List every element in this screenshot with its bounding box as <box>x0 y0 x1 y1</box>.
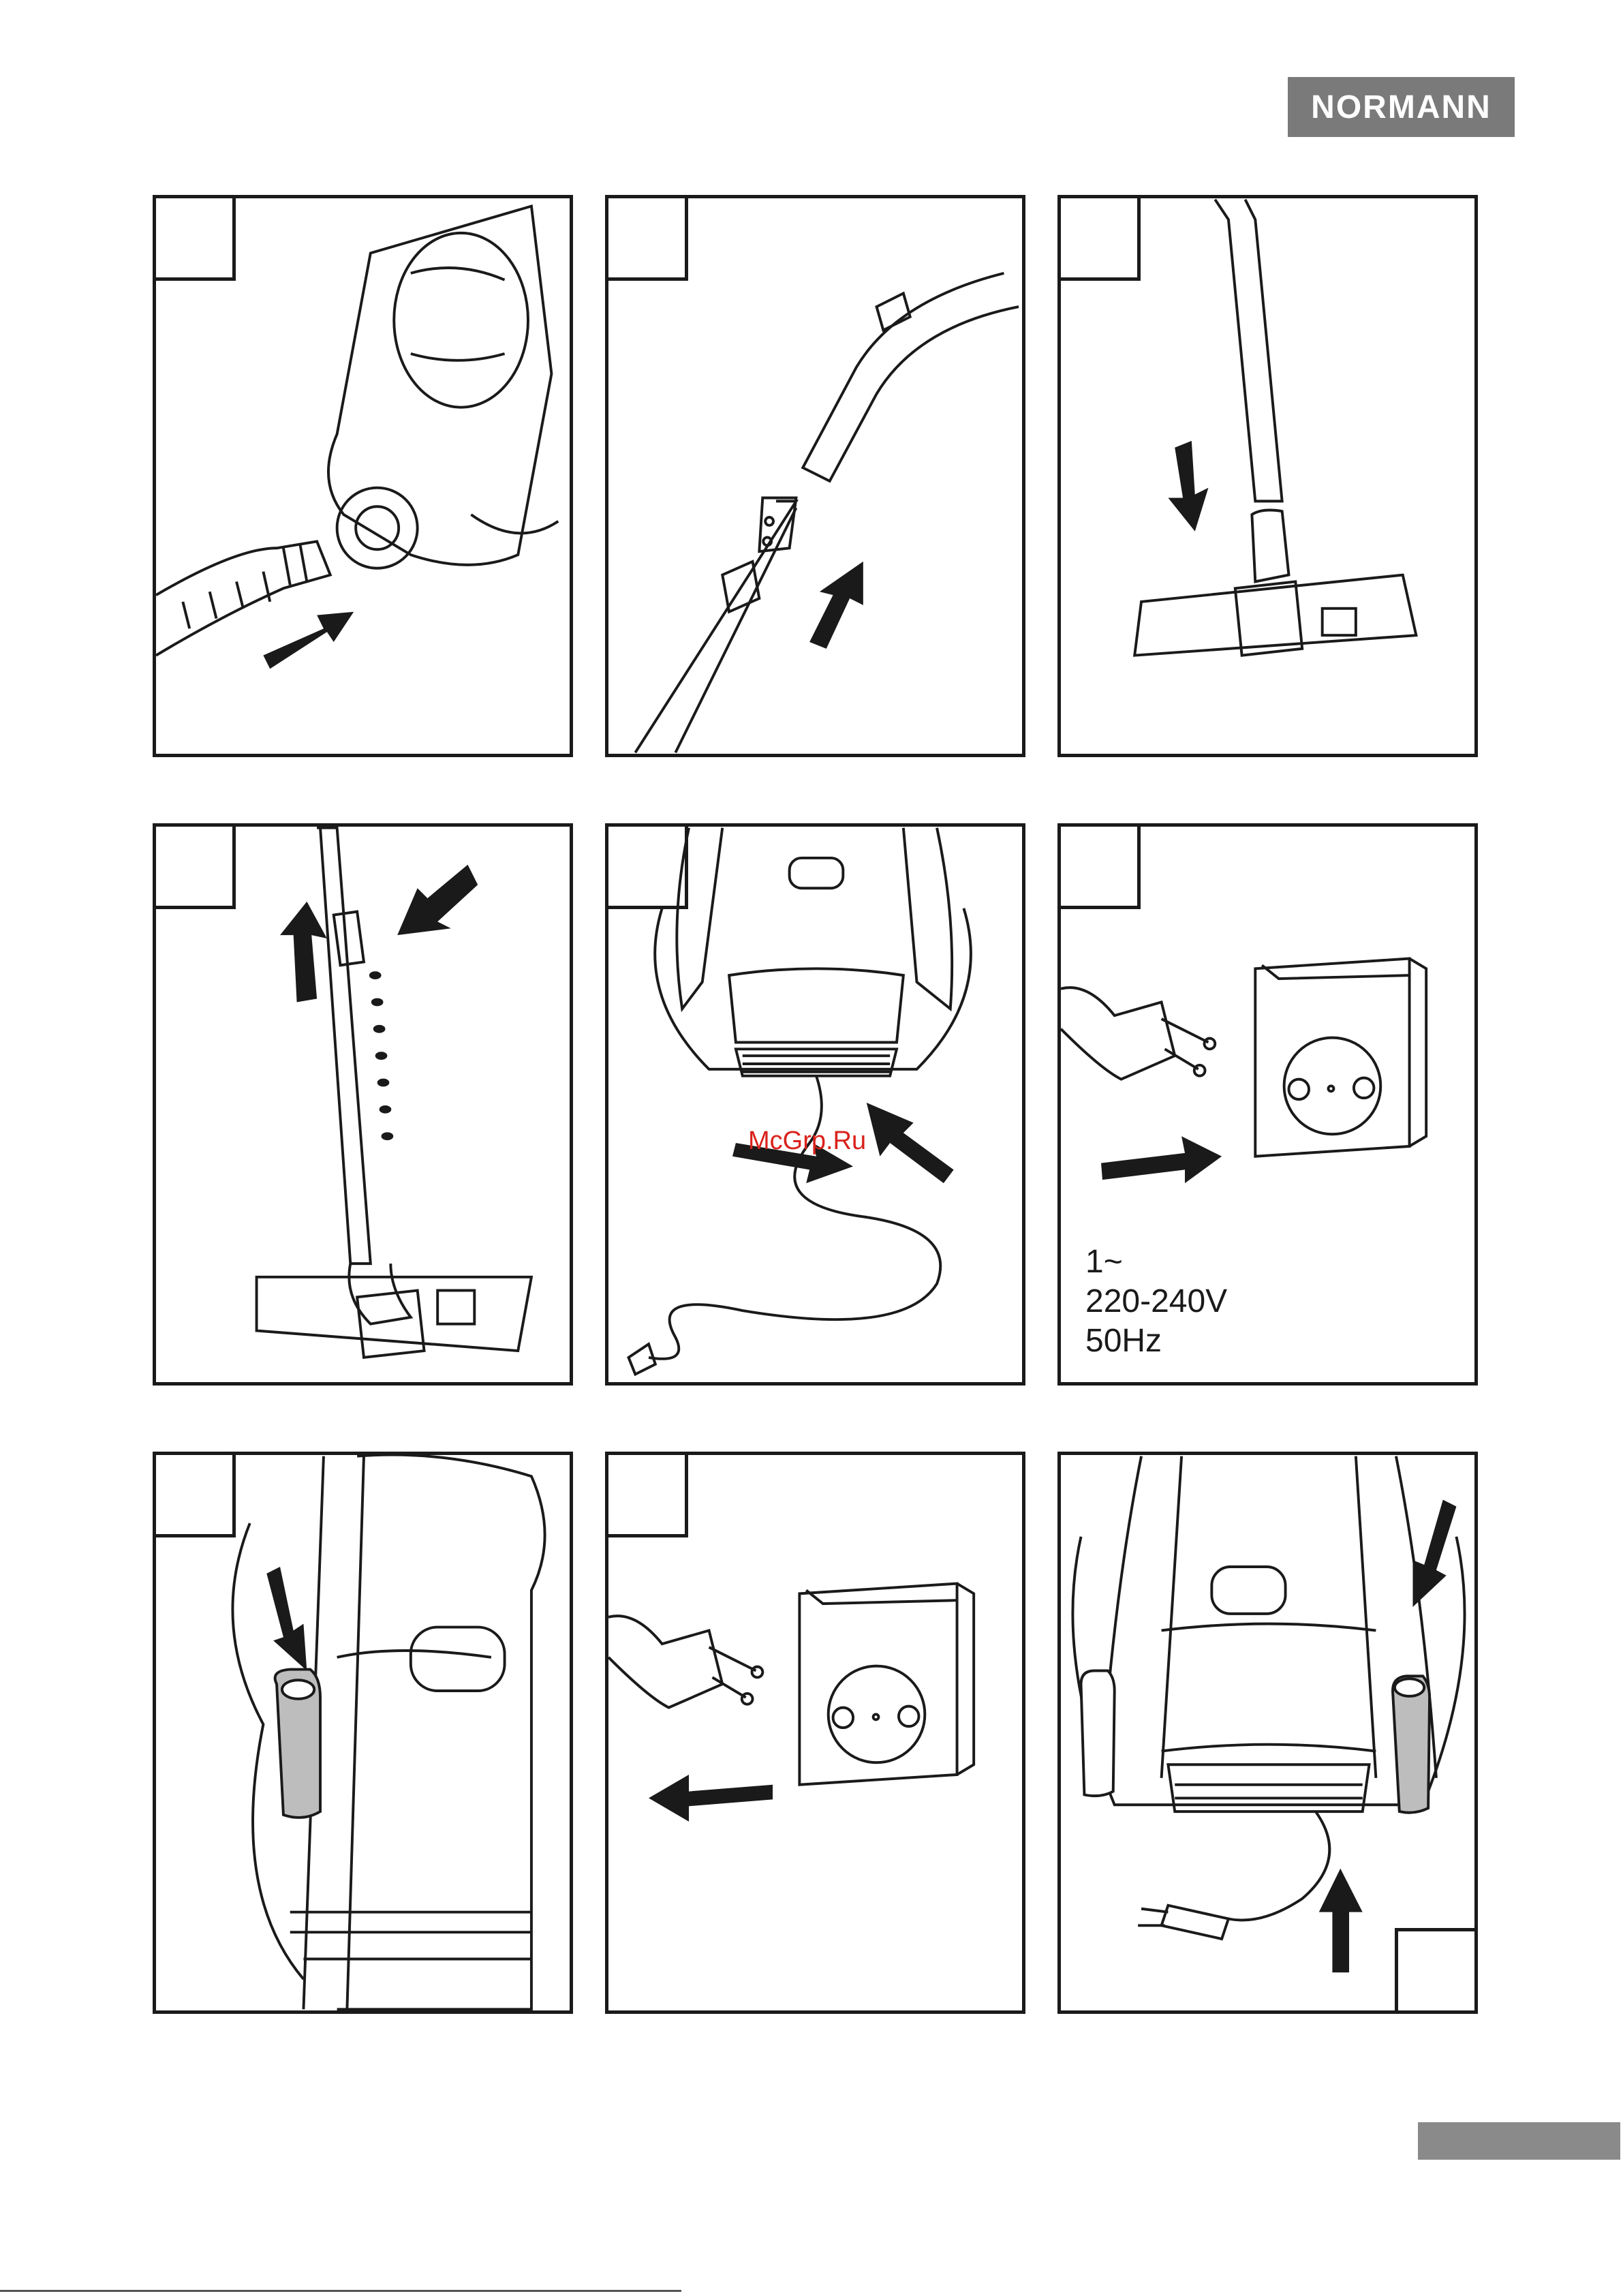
brand-logo: NORMANN <box>1288 77 1515 137</box>
spec-phase: 1~ <box>1085 1242 1227 1282</box>
unplug-from-socket-illustration <box>608 1455 1022 2010</box>
arrow-up <box>1319 1869 1363 1972</box>
arrow-left <box>649 1775 773 1822</box>
panel-6-plug-in: 1~ 220-240V 50Hz <box>1057 823 1478 1386</box>
arrow-right <box>1101 1136 1222 1183</box>
arrow-up <box>280 902 327 1002</box>
spec-frequency: 50Hz <box>1085 1321 1227 1361</box>
arrow-cord-2 <box>867 1103 954 1183</box>
arrow-down <box>1168 441 1208 532</box>
hose-to-cleaner-illustration <box>156 198 570 754</box>
arrow-press <box>397 865 478 935</box>
panel-7-press-power-button <box>153 1452 573 2014</box>
tube-to-brush-illustration <box>1061 198 1474 754</box>
panel-2-attach-tube <box>605 195 1025 757</box>
panel-5-pull-cord: McGrp.Ru <box>605 823 1025 1386</box>
power-spec: 1~ 220-240V 50Hz <box>1085 1242 1227 1361</box>
watermark: McGrp.Ru <box>748 1127 866 1156</box>
page-number-bar <box>1418 2122 1620 2160</box>
spec-voltage: 220-240V <box>1085 1282 1227 1321</box>
telescopic-tube-illustration <box>156 827 570 1382</box>
pull-power-cord-illustration <box>608 827 1022 1382</box>
power-button-illustration <box>156 1455 570 2010</box>
rewind-cord-illustration <box>1061 1455 1474 2010</box>
arrow-press <box>266 1567 307 1670</box>
hose-to-tube-illustration <box>608 198 1022 754</box>
panel-9-rewind-cord <box>1057 1452 1478 2014</box>
panel-1-connect-hose <box>153 195 573 757</box>
arrow-right <box>263 612 354 669</box>
panel-4-adjust-tube-length <box>153 823 573 1386</box>
panel-8-unplug <box>605 1452 1025 2014</box>
panel-3-attach-floor-brush <box>1057 195 1478 757</box>
arrow-press <box>1412 1500 1456 1607</box>
footer-rule <box>0 2290 681 2292</box>
arrow-up <box>809 562 863 649</box>
